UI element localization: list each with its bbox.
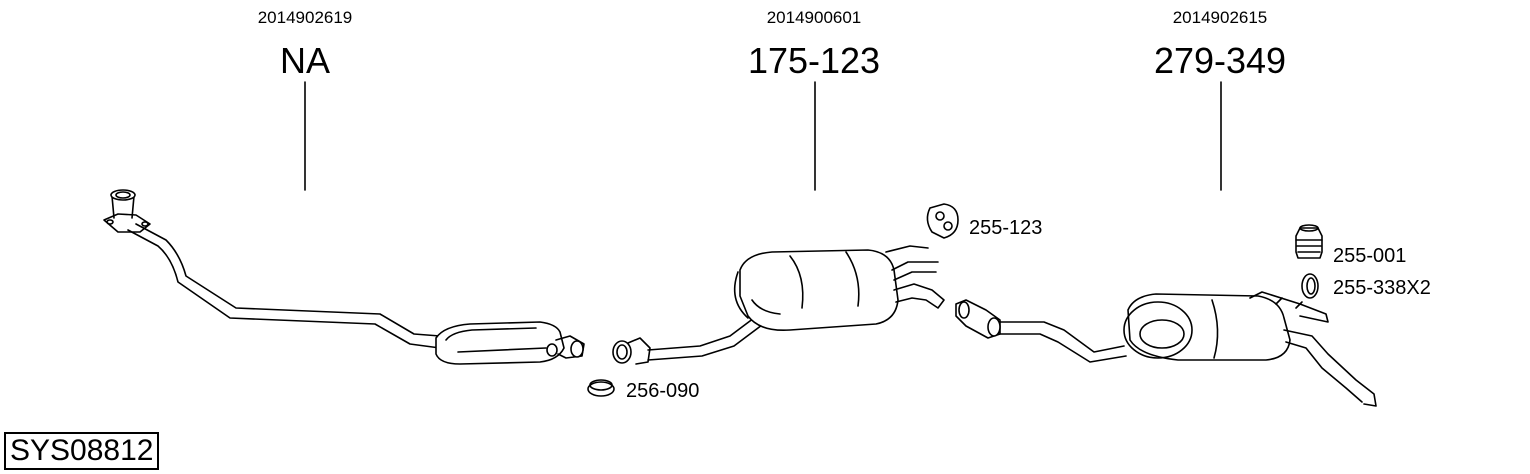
- part-number-rear[interactable]: 279-349: [1153, 40, 1287, 81]
- system-code-box: SYS08812: [4, 432, 160, 470]
- gasket-part[interactable]: [587, 379, 615, 397]
- ring-part[interactable]: [1301, 273, 1319, 299]
- hanger-rubber-part[interactable]: [926, 203, 959, 239]
- oem-number-rear: 2014902615: [1172, 8, 1268, 27]
- accessory-label-ring[interactable]: 255-338X2: [1333, 277, 1431, 299]
- bump-stop-part[interactable]: [1295, 224, 1323, 259]
- accessory-label-bump-stop[interactable]: 255-001: [1333, 245, 1407, 267]
- accessory-label-hanger[interactable]: 255-123: [969, 217, 1043, 239]
- part-number-front[interactable]: NA: [279, 40, 330, 81]
- oem-number-middle: 2014900601: [766, 8, 862, 27]
- accessory-label-gasket[interactable]: 256-090: [626, 380, 700, 402]
- rear-silencer-part[interactable]: [955, 291, 1377, 407]
- oem-number-front: 2014902619: [257, 8, 353, 27]
- part-number-middle[interactable]: 175-123: [747, 40, 881, 81]
- front-pipe-part[interactable]: [103, 189, 585, 365]
- middle-silencer-part[interactable]: [612, 245, 945, 365]
